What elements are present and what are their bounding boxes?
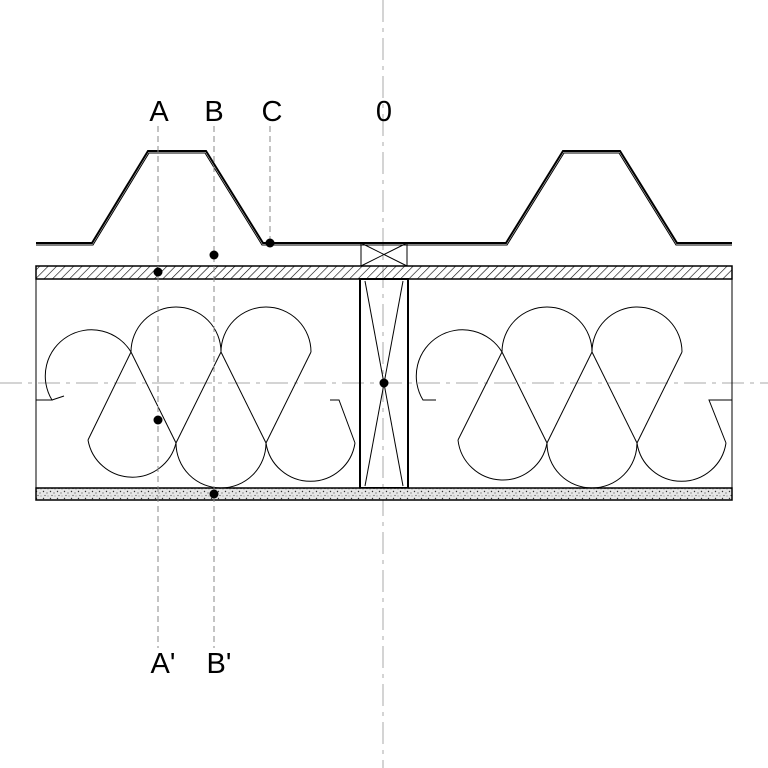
label-c: C	[262, 96, 283, 128]
label-zero: 0	[376, 96, 392, 128]
label-b-prime: B'	[207, 648, 232, 680]
trapezoidal-sheet-inner-line	[36, 152, 732, 246]
speckled-board-layer	[35, 487, 733, 501]
point-a-board	[153, 267, 163, 277]
label-a-prime: A'	[151, 648, 176, 680]
batten	[360, 242, 408, 267]
point-a-insulation	[153, 415, 163, 425]
point-0-stud	[379, 378, 389, 388]
point-b-board	[209, 489, 219, 499]
label-b: B	[204, 96, 223, 128]
trapezoidal-sheet-profile	[36, 150, 732, 244]
insulation-symbol-left	[36, 306, 356, 489]
point-b-airgap	[209, 250, 219, 260]
hatched-board-layer	[35, 265, 733, 280]
point-c-sheet	[265, 238, 275, 248]
label-a: A	[149, 96, 169, 128]
insulation-symbol-right	[415, 306, 732, 489]
